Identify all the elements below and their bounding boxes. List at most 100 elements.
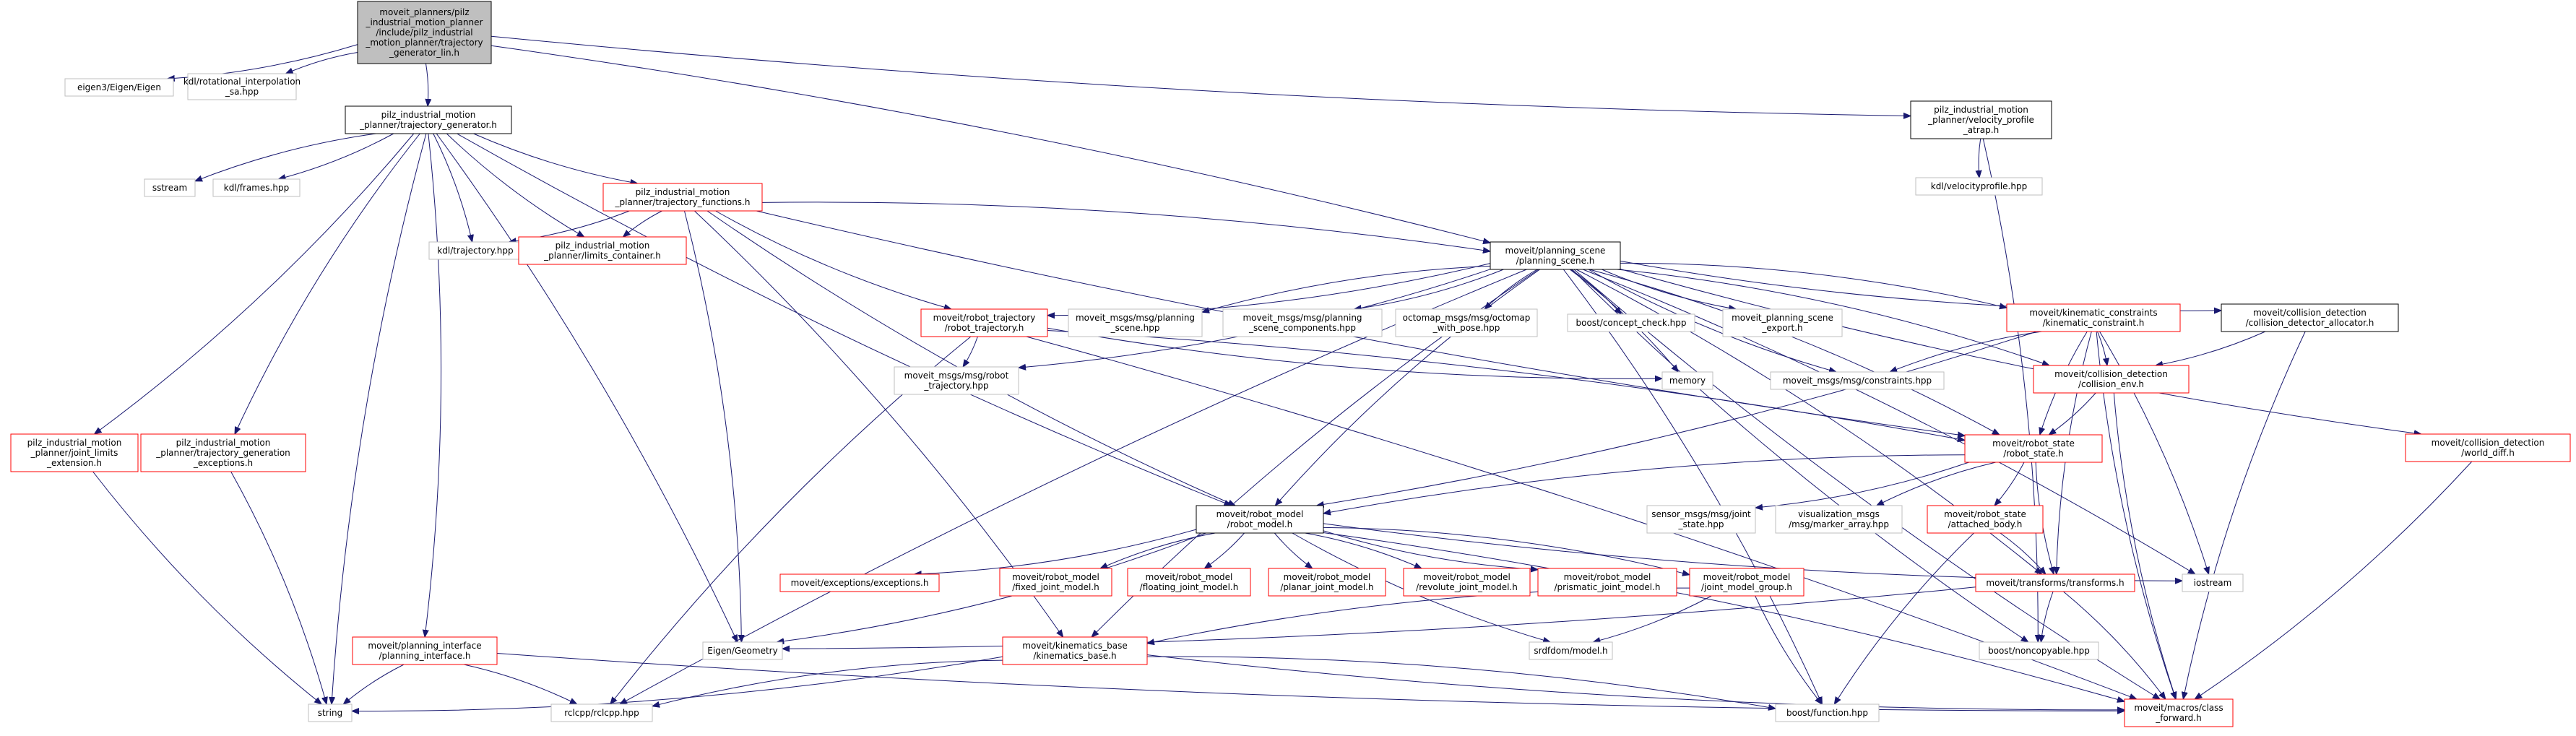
node-sensor-js[interactable]: sensor_msgs/msg/joint_state.hpp <box>1646 505 1756 534</box>
node-kin-con[interactable]: moveit/kinematic_constraints/kinematic_c… <box>2006 303 2181 332</box>
node-concept[interactable]: boost/concept_check.hpp <box>1567 313 1695 332</box>
node-msg-con[interactable]: moveit_msgs/msg/constraints.hpp <box>1770 371 1945 390</box>
node-msg-ps[interactable]: moveit_msgs/msg/planning_scene.hpp <box>1068 308 1203 337</box>
node-kdl-rot[interactable]: kdl/rotational_interpolation_sa.hpp <box>183 73 301 100</box>
node-label-line: moveit/collision_detection <box>2432 438 2545 448</box>
node-rclcpp[interactable]: rclcpp/rclcpp.hpp <box>550 703 653 722</box>
edge-robot-traj-to-memory <box>1047 327 1662 378</box>
edge-jmg-to-boost-fn <box>1755 595 1822 704</box>
edge-root-to-planning-scene <box>490 45 1490 243</box>
node-string[interactable]: string <box>308 703 353 722</box>
node-float-jm[interactable]: moveit/robot_model/floating_joint_model.… <box>1127 568 1251 597</box>
node-msg-rt[interactable]: moveit_msgs/msg/robot_trajectory.hpp <box>894 366 1019 395</box>
node-robot-state[interactable]: moveit/robot_state/robot_state.h <box>1964 434 2103 463</box>
node-transforms[interactable]: moveit/transforms/transforms.h <box>1975 573 2135 592</box>
edge-robot-state-to-sensor-js <box>1755 462 1969 508</box>
node-box <box>920 308 1048 337</box>
node-box <box>2006 303 2181 332</box>
node-ps-export[interactable]: moveit_planning_scene_export.h <box>1722 308 1843 337</box>
node-tg-exc[interactable]: pilz_industrial_motion_planner/trajector… <box>140 433 306 472</box>
node-limits-cont[interactable]: pilz_industrial_motion_planner/limits_co… <box>518 236 687 265</box>
edge-line <box>715 210 951 309</box>
node-planning-if[interactable]: moveit/planning_interface/planning_inter… <box>352 636 498 665</box>
edge-planning-scene-to-cd-alloc <box>1620 260 2221 311</box>
node-kdl-traj[interactable]: kdl/trajectory.hpp <box>428 241 522 260</box>
node-box <box>1395 308 1538 337</box>
node-jmg[interactable]: moveit/robot_model/joint_model_group.h <box>1689 568 1805 597</box>
node-cd-alloc[interactable]: moveit/collision_detection/collision_det… <box>2221 303 2399 332</box>
node-octomap[interactable]: octomap_msgs/msg/octomap_with_pose.hpp <box>1395 308 1538 337</box>
node-label-line: /collision_env.h <box>2078 379 2144 389</box>
node-box <box>1770 371 1945 390</box>
node-eigen-geo[interactable]: Eigen/Geometry <box>702 641 783 660</box>
edge-transforms-to-class-fwd <box>2063 591 2166 699</box>
edge-line <box>490 35 1911 116</box>
edge-line <box>1317 331 2037 506</box>
node-traj-func[interactable]: pilz_industrial_motion_planner/trajector… <box>602 183 763 212</box>
node-label-line: /world_diff.h <box>2461 448 2515 458</box>
edge-line <box>1755 595 1822 704</box>
node-label-line: _state.hpp <box>1677 519 1724 529</box>
node-label-line: moveit/collision_detection <box>2054 369 2168 379</box>
node-memory[interactable]: memory <box>1661 371 1713 390</box>
node-box <box>1722 308 1843 337</box>
node-robot-model[interactable]: moveit/robot_model/robot_model.h <box>1196 505 1324 534</box>
edge-line <box>1583 269 2195 574</box>
edge-traj-gen-to-tg-exc <box>235 133 420 434</box>
edge-coll-env-to-class-fwd <box>2113 392 2176 699</box>
node-label-line: moveit/kinematic_constraints <box>2029 308 2157 318</box>
node-iostream[interactable]: iostream <box>2182 573 2244 592</box>
node-class-fwd[interactable]: moveit/macros/class_forward.h <box>2124 698 2234 727</box>
node-coll-env[interactable]: moveit/collision_detection/collision_env… <box>2033 365 2190 394</box>
node-boost-fn[interactable]: boost/function.hpp <box>1775 703 1880 722</box>
edge-traj-func-to-limits-cont <box>623 210 662 237</box>
edge-tg-exc-to-string <box>230 471 327 704</box>
node-sstream[interactable]: sstream <box>144 178 196 197</box>
node-exceptions[interactable]: moveit/exceptions/exceptions.h <box>779 573 940 592</box>
node-box <box>1964 434 2103 463</box>
node-label-line: /attached_body.h <box>1948 519 2023 529</box>
node-vis-marker[interactable]: visualization_msgs/msg/marker_array.hpp <box>1775 505 1903 534</box>
edge-traj-func-to-robot-model <box>706 210 1235 506</box>
edge-planning-scene-to-robot-state <box>1589 269 2000 435</box>
node-att-body[interactable]: moveit/robot_state/attached_body.h <box>1927 505 2044 534</box>
node-label-line: _exceptions.h <box>193 458 253 468</box>
node-prism-jm[interactable]: moveit/robot_model/prismatic_joint_model… <box>1537 568 1677 597</box>
edge-line <box>915 529 1197 574</box>
edge-line <box>1834 532 1974 704</box>
node-traj-gen[interactable]: pilz_industrial_motion_planner/trajector… <box>345 105 512 134</box>
node-srdf[interactable]: srdfdom/model.h <box>1529 641 1613 660</box>
node-box <box>702 641 783 660</box>
node-vel-prof[interactable]: pilz_industrial_motion_planner/velocity_… <box>1910 100 2052 139</box>
edge-line <box>2183 331 2306 699</box>
edge-planning-scene-to-iostream <box>1583 269 2195 574</box>
node-box <box>357 1 492 64</box>
node-kin-base[interactable]: moveit/kinematics_base/kinematics_base.h <box>1002 636 1148 665</box>
node-msg-psc[interactable]: moveit_msgs/msg/planning_scene_component… <box>1222 308 1383 337</box>
node-label-line: _generator_lin.h <box>389 48 459 58</box>
edge-planning-scene-to-msg-con <box>1588 269 1836 372</box>
node-robot-traj[interactable]: moveit/robot_trajectory/robot_trajectory… <box>920 308 1048 337</box>
node-planar-jm[interactable]: moveit/robot_model/planar_joint_model.h <box>1268 568 1386 597</box>
node-label-line: rclcpp/rclcpp.hpp <box>564 708 639 718</box>
node-label-line: memory <box>1669 376 1706 386</box>
node-planning-scene[interactable]: moveit/planning_scene/planning_scene.h <box>1490 241 1621 270</box>
node-label-line: moveit/macros/class <box>2134 703 2223 713</box>
node-box <box>1127 568 1251 597</box>
node-jl-ext[interactable]: pilz_industrial_motion_planner/joint_lim… <box>10 433 139 472</box>
node-fixed-jm[interactable]: moveit/robot_model/fixed_joint_model.h <box>999 568 1112 597</box>
node-kdl-frames[interactable]: kdl/frames.hpp <box>212 178 301 197</box>
node-label-line: /joint_model_group.h <box>1701 582 1792 592</box>
node-kdl-velprof[interactable]: kdl/velocityprofile.hpp <box>1915 177 2043 196</box>
edge-line <box>95 133 415 434</box>
node-noncopy[interactable]: boost/noncopyable.hpp <box>1979 641 2099 660</box>
node-box <box>64 78 174 97</box>
node-revol-jm[interactable]: moveit/robot_model/revolute_joint_model.… <box>1403 568 1531 597</box>
edge-planning-scene-to-msg-ps <box>1202 265 1491 312</box>
node-world-diff[interactable]: moveit/collision_detection/world_diff.h <box>2405 433 2571 462</box>
node-label-line: boost/concept_check.hpp <box>1576 318 1687 328</box>
edge-root-to-vel-prof <box>490 35 1911 116</box>
node-label-line: kdl/velocityprofile.hpp <box>1931 181 2027 191</box>
node-box <box>1529 641 1613 660</box>
node-eigen[interactable]: eigen3/Eigen/Eigen <box>64 78 174 97</box>
